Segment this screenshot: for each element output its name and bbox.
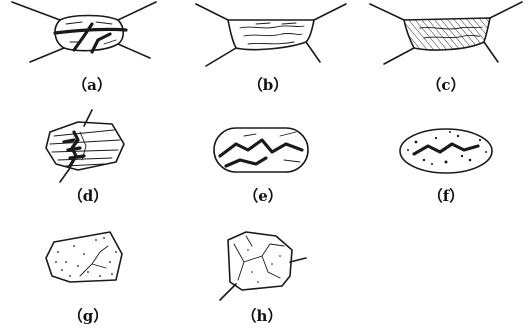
panel-g-label: （g） [68,307,109,325]
panel-e-label: （e） [243,187,283,205]
panel-f-label: （f） [428,187,464,205]
panel-b-label: （b） [248,76,289,94]
panel-a-label: （a） [72,76,112,94]
panel-e-drawing [214,128,308,172]
panel-h-label: （h） [242,307,283,325]
panel-b-drawing [196,4,346,66]
panel-d-drawing [46,110,124,182]
panel-c-label: （c） [426,76,465,94]
panel-d-label: （d） [68,187,109,205]
panel-a-drawing [12,2,156,62]
panel-f-drawing [400,129,492,173]
panel-h-drawing [220,232,306,300]
panel-g-drawing [46,232,122,282]
panel-c-drawing [370,2,522,64]
